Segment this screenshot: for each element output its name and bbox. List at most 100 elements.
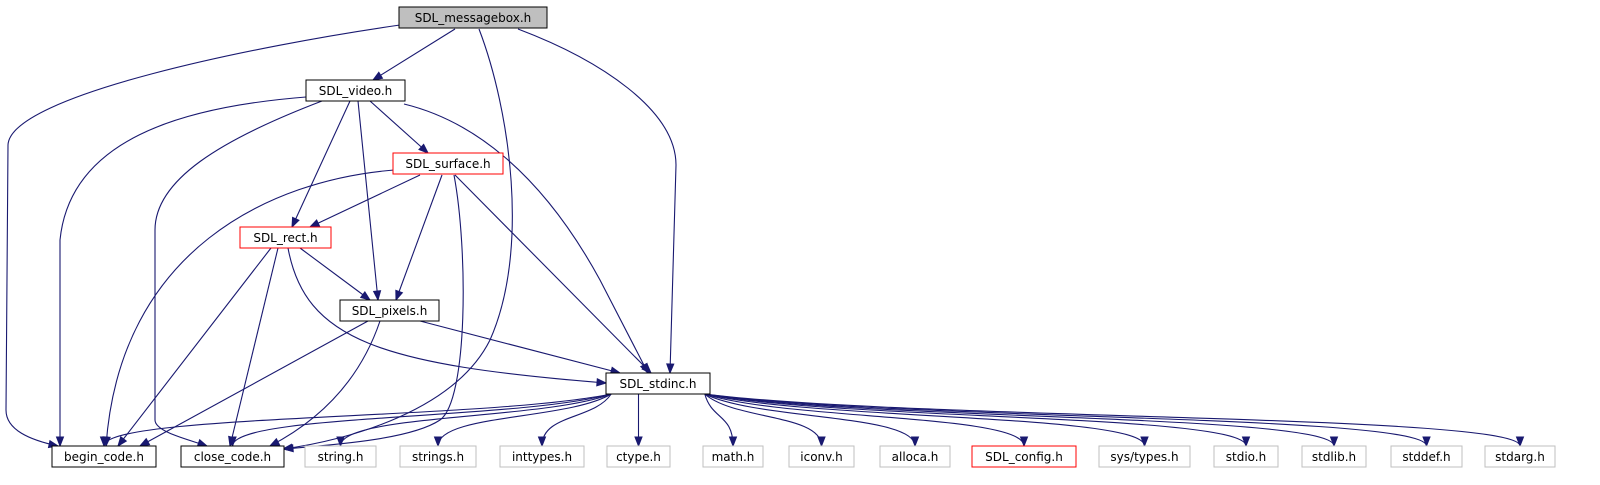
node-label: sys/types.h (1110, 450, 1178, 464)
edge-line (139, 320, 369, 447)
arrowhead-icon (666, 363, 675, 375)
node-alloca[interactable]: alloca.h (879, 445, 951, 468)
edge-rect-to-close_code (228, 247, 279, 448)
node-video[interactable]: SDL_video.h (305, 79, 406, 102)
edge-stdinc-to-stdlib (704, 393, 1339, 448)
edge-video-to-close_code (154, 100, 323, 447)
arrowhead-icon (910, 436, 920, 448)
node-label: SDL_config.h (985, 450, 1063, 464)
edge-surface-to-pixels (395, 174, 443, 302)
node-label: alloca.h (892, 450, 939, 464)
edge-line (105, 169, 395, 447)
edge-line (704, 393, 916, 447)
arrowhead-icon (1019, 436, 1029, 448)
node-label: string.h (318, 450, 364, 464)
arrowhead-icon (291, 216, 300, 229)
node-label: SDL_pixels.h (352, 304, 428, 318)
edge-stdinc-to-inttypes (537, 393, 612, 448)
node-string[interactable]: string.h (304, 445, 377, 468)
edge-stdinc-to-strings (433, 393, 612, 448)
arrowhead-icon (728, 436, 738, 448)
arrowhead-icon (55, 436, 65, 448)
node-iconv[interactable]: iconv.h (788, 445, 855, 468)
node-box (392, 152, 504, 175)
edge-line (59, 96, 307, 446)
node-label: stddef.h (1402, 450, 1450, 464)
node-stdinc[interactable]: SDL_stdinc.h (605, 372, 711, 395)
edges-layer (5, 24, 1525, 453)
node-math[interactable]: math.h (702, 445, 764, 468)
node-rect[interactable]: SDL_rect.h (239, 226, 332, 249)
arrowhead-icon (1329, 436, 1339, 448)
edge-line (117, 247, 272, 447)
edge-stdinc-to-iconv (704, 393, 826, 448)
arrowhead-icon (418, 143, 430, 154)
edge-line (283, 174, 464, 450)
node-label: SDL_rect.h (253, 231, 317, 245)
node-label: inttypes.h (512, 450, 572, 464)
node-label: begin_code.h (64, 450, 144, 464)
node-messagebox[interactable]: SDL_messagebox.h (398, 6, 548, 29)
node-close_code[interactable]: close_code.h (180, 445, 285, 468)
edge-line (372, 28, 456, 81)
node-stdlib[interactable]: stdlib.h (1301, 445, 1367, 468)
edge-line (357, 100, 379, 301)
node-stddef[interactable]: stddef.h (1390, 445, 1463, 468)
node-label: math.h (712, 450, 755, 464)
node-surface[interactable]: SDL_surface.h (392, 152, 504, 175)
node-pixels[interactable]: SDL_pixels.h (339, 299, 440, 322)
arrowhead-icon (196, 438, 209, 447)
edge-line (287, 247, 607, 384)
arrowhead-icon (268, 437, 281, 447)
node-strings[interactable]: strings.h (399, 445, 477, 468)
node-box (1098, 445, 1191, 468)
edge-line (454, 174, 652, 374)
edge-stdinc-to-stdarg (704, 393, 1525, 448)
node-label: ctype.h (616, 450, 661, 464)
node-begin_code[interactable]: begin_code.h (51, 445, 157, 468)
node-box (971, 445, 1077, 468)
arrowhead-icon (228, 436, 237, 448)
node-box (398, 6, 548, 29)
arrowhead-icon (634, 436, 643, 448)
arrowhead-icon (336, 436, 345, 448)
edge-pixels-to-stdinc (419, 320, 622, 375)
node-config[interactable]: SDL_config.h (971, 445, 1077, 468)
edge-video-to-begin_code (55, 96, 307, 448)
arrowhead-icon (433, 436, 443, 448)
node-box (702, 445, 764, 468)
node-label: SDL_stdinc.h (619, 377, 696, 391)
edge-stdinc-to-systypes (704, 393, 1149, 448)
node-inttypes[interactable]: inttypes.h (499, 445, 585, 468)
edge-line (369, 100, 429, 154)
edge-line (704, 393, 1025, 447)
node-box (606, 445, 671, 468)
edge-video-to-rect (291, 100, 351, 229)
node-stdarg[interactable]: stdarg.h (1484, 445, 1556, 468)
edge-line (395, 174, 443, 301)
arrowhead-icon (641, 363, 652, 374)
edge-line (704, 393, 823, 447)
edge-rect-to-pixels (299, 247, 372, 301)
edge-line (5, 24, 401, 447)
arrowhead-icon (359, 290, 372, 301)
node-box (399, 445, 477, 468)
edge-line (437, 393, 612, 447)
edge-video-to-surface (369, 100, 430, 154)
edge-messagebox-to-stdinc (517, 28, 677, 375)
node-label: stdarg.h (1495, 450, 1545, 464)
edge-video-to-pixels (357, 100, 382, 302)
node-label: stdlib.h (1312, 450, 1356, 464)
edge-line (704, 393, 1428, 447)
arrowhead-icon (308, 219, 321, 228)
edge-surface-to-close_code (282, 174, 464, 453)
edge-line (231, 393, 612, 447)
node-systypes[interactable]: sys/types.h (1098, 445, 1191, 468)
node-label: SDL_surface.h (405, 157, 490, 171)
node-ctype[interactable]: ctype.h (606, 445, 671, 468)
edge-stdinc-to-string (336, 393, 612, 448)
node-label: SDL_video.h (319, 84, 393, 98)
node-stdio[interactable]: stdio.h (1213, 445, 1279, 468)
edge-line (419, 320, 621, 374)
